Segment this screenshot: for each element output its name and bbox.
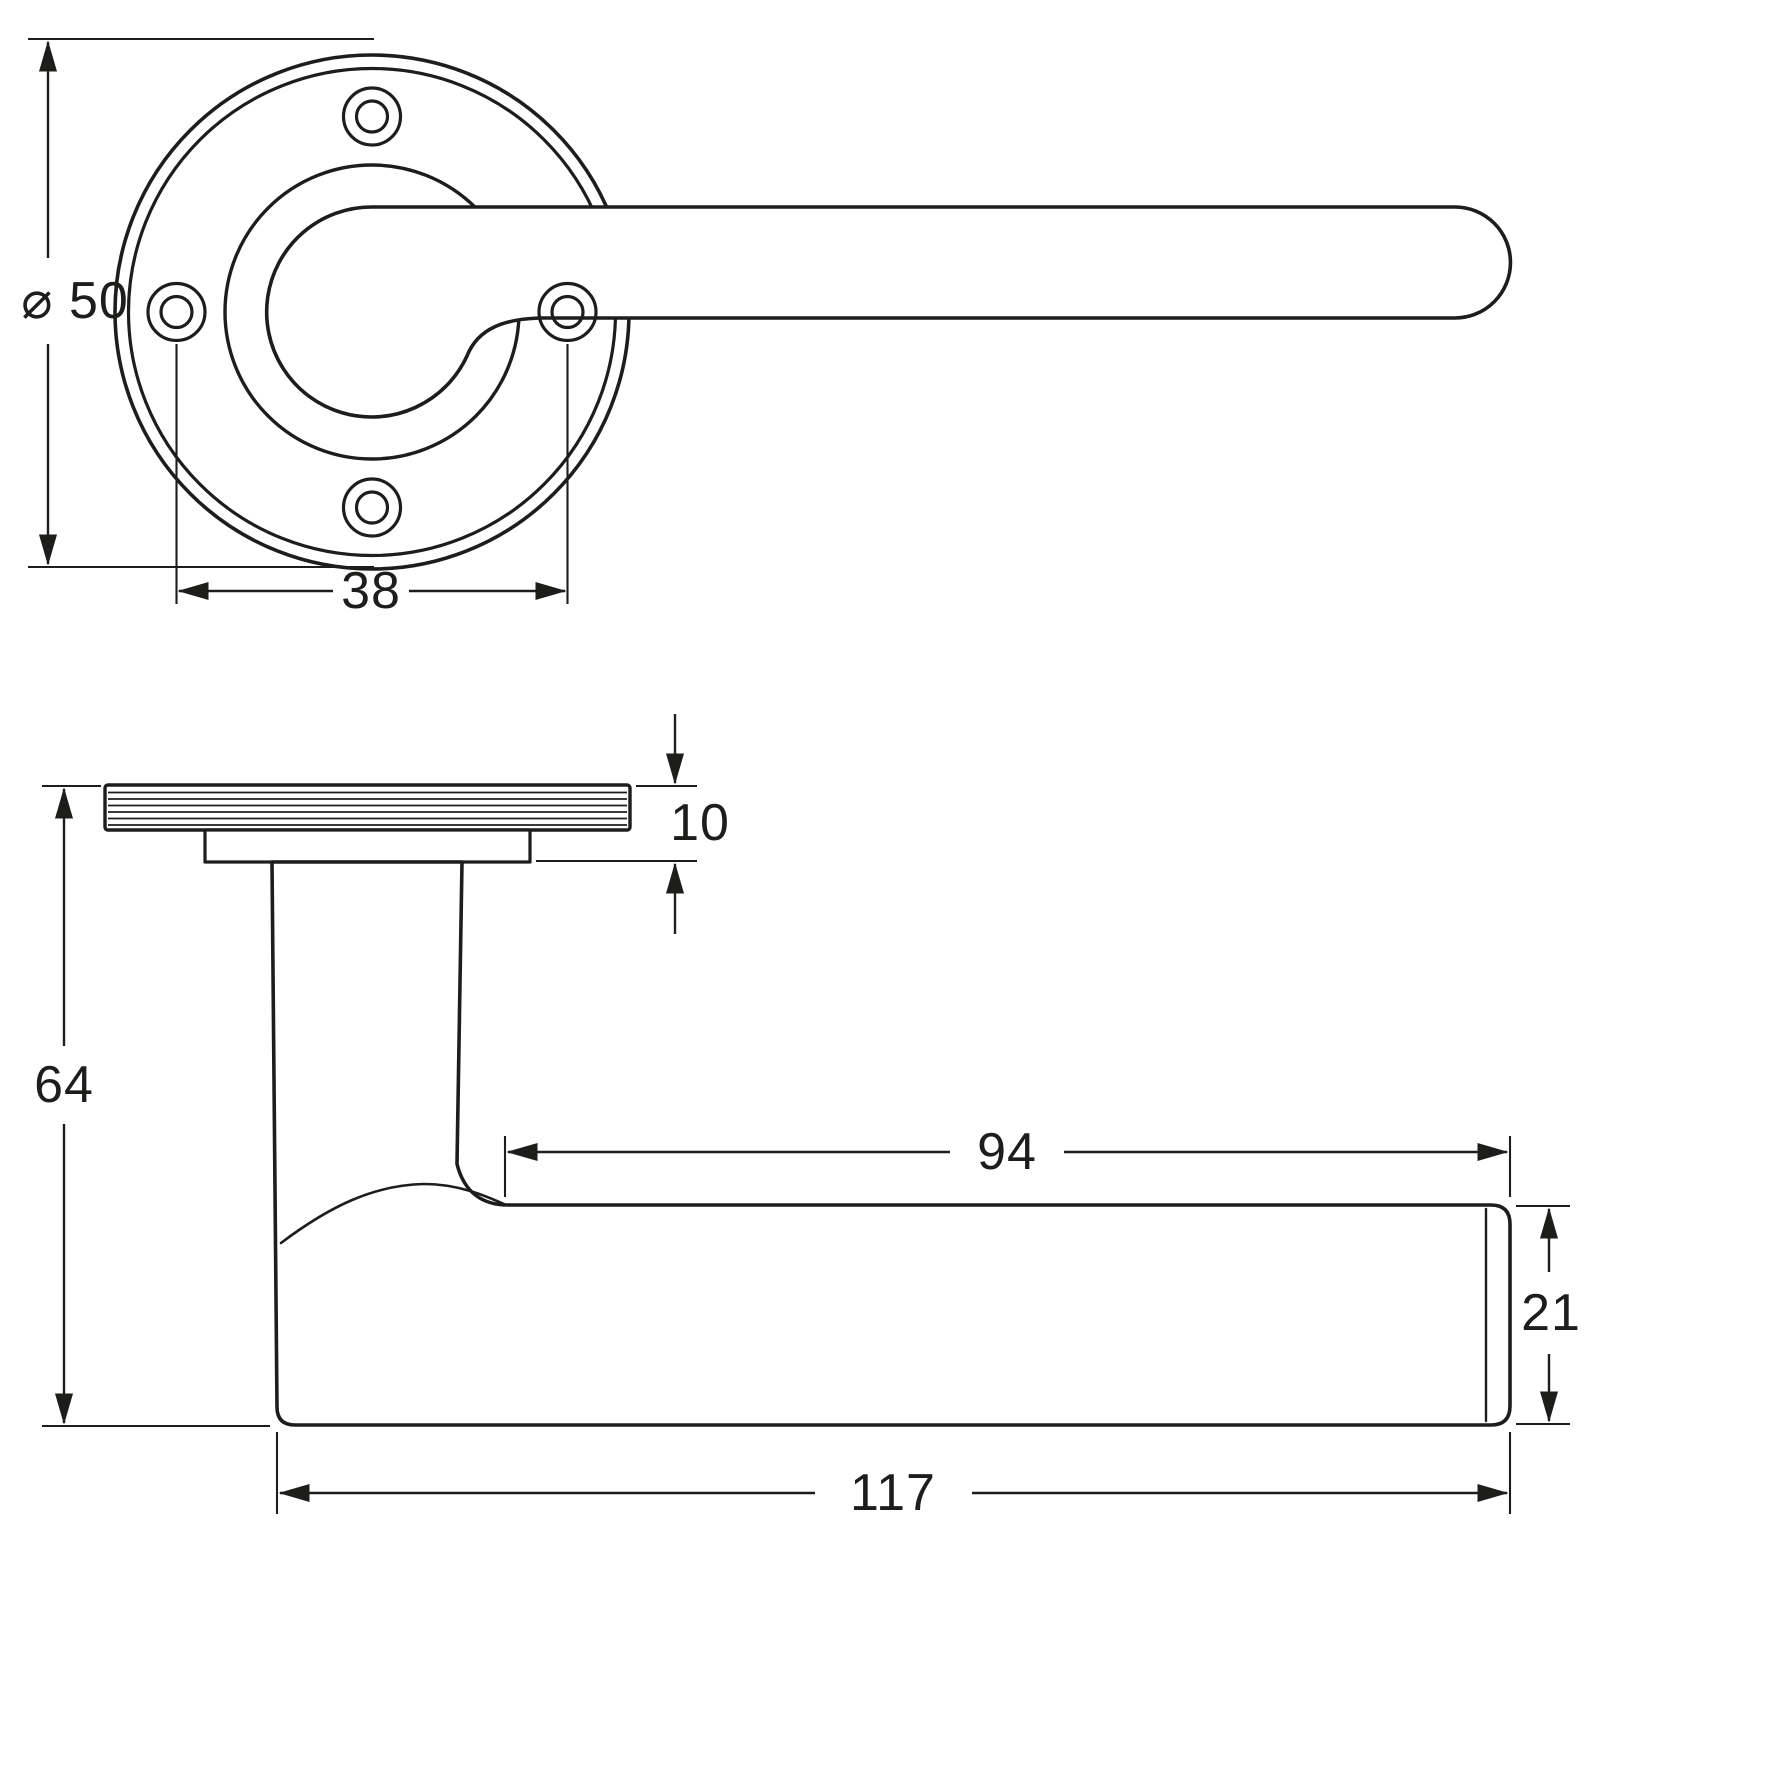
screw-hole-left <box>146 281 207 343</box>
screw-hole-bottom <box>341 477 403 538</box>
front-view: ⌀ 50 38 <box>21 37 1513 620</box>
dim-grip-length: 94 <box>503 1123 1512 1197</box>
screw-hole-bottom-inner-ring <box>354 490 390 525</box>
screw-hole-left-outer-ring <box>146 281 207 343</box>
dim-overall-length: 117 <box>275 1432 1512 1522</box>
rose-knurl-lines <box>108 791 627 826</box>
screw-hole-left-inner-ring <box>159 294 194 330</box>
dim-label-overall-projection: 64 <box>34 1056 94 1114</box>
dim-label-lever-thickness: 21 <box>1521 1284 1581 1342</box>
side-view: 64 10 94 <box>34 714 1581 1522</box>
rose-collar-side <box>203 828 532 864</box>
dim-label-grip-length: 94 <box>977 1123 1037 1181</box>
screw-hole-top-outer-ring <box>341 86 403 147</box>
dim-label-overall-length: 117 <box>850 1464 936 1522</box>
dim-overall-projection: 64 <box>34 784 270 1428</box>
dim-label-rose-diameter: ⌀ 50 <box>21 272 129 330</box>
screw-hole-right <box>537 281 598 343</box>
lever-front-outline <box>264 205 1513 419</box>
dim-rose-thickness: 10 <box>536 714 730 934</box>
screw-hole-right-outer-ring <box>537 281 598 343</box>
dim-screw-hole-spacing: 38 <box>175 344 569 620</box>
dim-lever-thickness: 21 <box>1516 1204 1581 1426</box>
screw-hole-right-inner-ring <box>550 294 585 330</box>
dim-label-screw-hole-spacing: 38 <box>341 562 401 620</box>
screw-hole-top <box>341 86 403 147</box>
lever-bend-fillet-line <box>279 1182 508 1245</box>
dim-rose-diameter: ⌀ 50 <box>21 37 374 569</box>
dim-label-rose-thickness: 10 <box>670 794 730 852</box>
handle-side-outline <box>270 860 1512 1427</box>
screw-hole-bottom-outer-ring <box>341 477 403 538</box>
screw-hole-top-inner-ring <box>354 99 390 134</box>
